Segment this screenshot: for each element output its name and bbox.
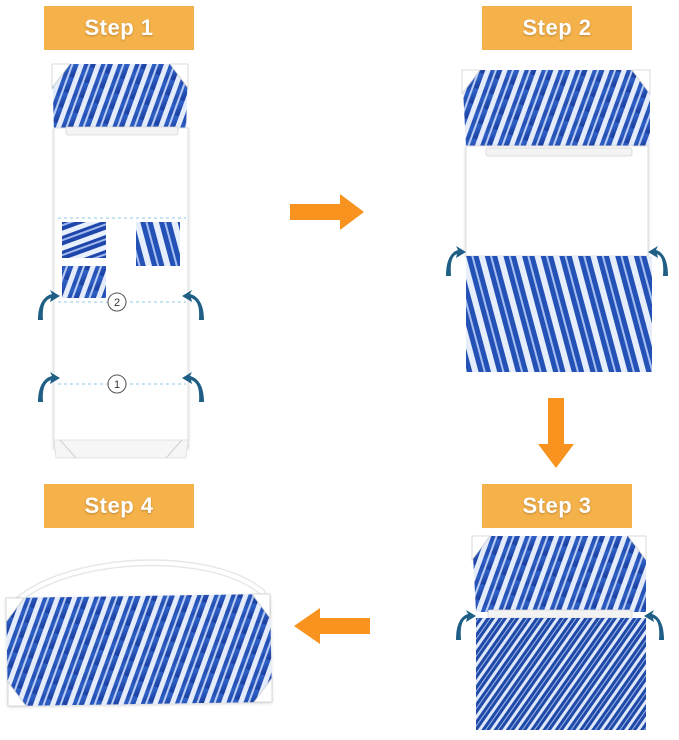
step-2-lining <box>465 145 649 257</box>
step-1-top-flap <box>52 64 188 132</box>
step-4-label: Step 4 <box>44 484 194 528</box>
step-3-top-flap <box>472 536 646 612</box>
curved-fold-arrow-icon <box>446 246 466 276</box>
step-1-fold-arrows <box>38 290 204 402</box>
curved-fold-arrow-icon <box>38 290 60 320</box>
curved-fold-arrow-icon <box>38 372 60 402</box>
step-4-pillow-body <box>6 594 272 706</box>
step-2-opening-hem <box>485 147 633 157</box>
step-1-corner-strap-left <box>51 63 71 90</box>
curved-fold-arrow-icon <box>456 610 476 640</box>
step-1-swatch-1 <box>62 222 106 258</box>
fold-marker-2-text: 2 <box>114 297 120 309</box>
step-2-pillowcase <box>446 69 668 372</box>
step-3-bottom-panel <box>476 618 646 730</box>
step-2-corner-strap-left <box>461 69 481 96</box>
step-3-corner-strap-right <box>627 535 647 562</box>
step-1-bottom-hem <box>53 439 189 459</box>
step-1-pillowcase: 2 1 <box>38 63 204 459</box>
step-2-corner-strap-right <box>631 69 651 96</box>
fold-marker-1-text: 1 <box>114 379 120 391</box>
step-2-bottom-panel <box>466 256 652 372</box>
orange-direction-arrow-icon <box>290 194 364 230</box>
step-4-corner-strap-top-left <box>5 597 25 624</box>
step-3-fold-arrows <box>456 610 664 640</box>
step-3-label: Step 3 <box>482 484 632 528</box>
step-3-pillowcase <box>456 535 664 730</box>
direction-arrow-left <box>294 608 370 644</box>
step-3-corner-strap-left <box>471 535 491 562</box>
curved-fold-arrow-icon <box>182 290 204 320</box>
curved-fold-arrow-icon <box>644 610 664 640</box>
step-4-corner-strap-bottom-left <box>7 680 27 707</box>
step-1-label: Step 1 <box>44 6 194 50</box>
step-1-opening-hem <box>65 126 179 136</box>
step-1-fold-marker-1 <box>107 374 127 394</box>
step-4-corner-strap-top-right <box>251 593 271 620</box>
orange-direction-arrow-icon <box>538 398 574 468</box>
step-1-fold-marker-2 <box>107 292 127 312</box>
curved-fold-arrow-icon <box>648 246 668 276</box>
step-1-swatch-3 <box>62 266 106 298</box>
orange-direction-arrow-icon <box>294 608 370 644</box>
step-2-top-flap <box>462 70 650 146</box>
step-2-label: Step 2 <box>482 6 632 50</box>
direction-arrow-down <box>538 398 574 468</box>
direction-arrow-right <box>290 194 364 230</box>
step-2-fold-arrows <box>446 246 668 276</box>
curved-fold-arrow-icon <box>182 372 204 402</box>
step-4-pillowcase <box>5 559 273 707</box>
step-4-corner-strap-bottom-right <box>253 676 273 703</box>
step-1-swatch-2 <box>136 222 180 266</box>
step-1-corner-strap-right <box>169 63 189 90</box>
step-3-opening-hem <box>487 609 633 619</box>
